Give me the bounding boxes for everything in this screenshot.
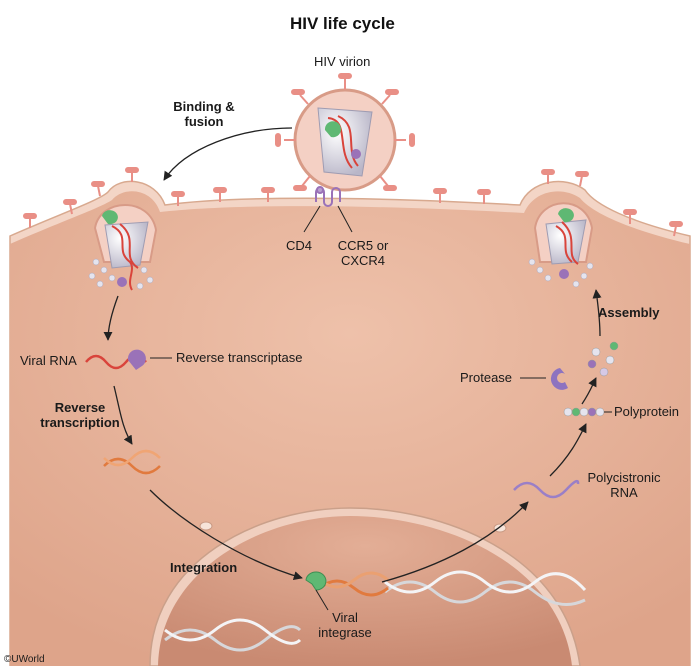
label-polycistronic-line2: RNA [610,485,638,500]
arrow-cleavage [581,377,597,405]
label-protease: Protease [460,370,513,385]
label-binding-fusion: Binding & fusion [168,99,240,129]
arrow-assembly [592,289,602,337]
arrow-binding [163,127,293,181]
fusing-virion [88,204,158,291]
arrow-reverse-transcription [113,385,133,445]
arrow-integration [149,489,303,581]
hiv-virion [275,73,415,192]
integrated-provirus [319,571,389,597]
protease-icon [550,368,568,390]
process-arrows [103,127,602,583]
cd4-coreceptor-icon [315,186,341,207]
label-coreceptor: CCR5 or CXCR4 [330,238,396,268]
cleaved-proteins [587,341,619,377]
integrase-leader [315,589,329,611]
copyright: ©UWorld [4,654,45,665]
label-viral-integrase: Viral integrase [310,610,380,640]
arrow-entry [103,295,119,341]
coreceptor-leader [337,205,353,233]
nuclear-pore [199,521,213,531]
polyprotein-icon [563,407,605,417]
cdna-helix [103,449,161,475]
label-rt-line1: Reverse [54,400,106,415]
label-reverse-transcription: Reverse transcription [30,400,130,430]
viral-integrase-icon [305,571,327,591]
label-hiv-virion: HIV virion [314,54,371,69]
label-integrase-line1: Viral [332,610,358,625]
label-assembly: Assembly [598,305,660,320]
label-viral-rna: Viral RNA [20,353,77,368]
label-polycistronic-rna: Polycistronic RNA [580,470,668,500]
arrow-transcription [381,501,529,583]
label-cd4: CD4 [286,238,313,253]
budding-virion [528,202,594,288]
membrane-receptors [23,167,683,237]
cd4-leader [303,205,321,233]
label-integrase-line2: integrase [318,625,372,640]
figure-title: HIV life cycle [290,14,395,33]
label-reverse-transcriptase: Reverse transcriptase [176,350,303,365]
label-coreceptor-line2: CXCR4 [340,253,386,268]
cell-cytoplasm [10,191,690,666]
host-dna [164,570,587,652]
reverse-transcriptase-icon [127,349,146,370]
label-integration: Integration [170,560,238,575]
label-binding-line1: Binding & [173,99,235,114]
arrow-translation [549,423,587,477]
polycistronic-rna-strand [513,479,580,499]
label-polyprotein: Polyprotein [614,404,680,419]
label-binding-line2: fusion [184,114,224,129]
label-coreceptor-line1: CCR5 or [337,238,389,253]
label-rt-line2: transcription [40,415,120,430]
label-polycistronic-line1: Polycistronic [587,470,661,485]
